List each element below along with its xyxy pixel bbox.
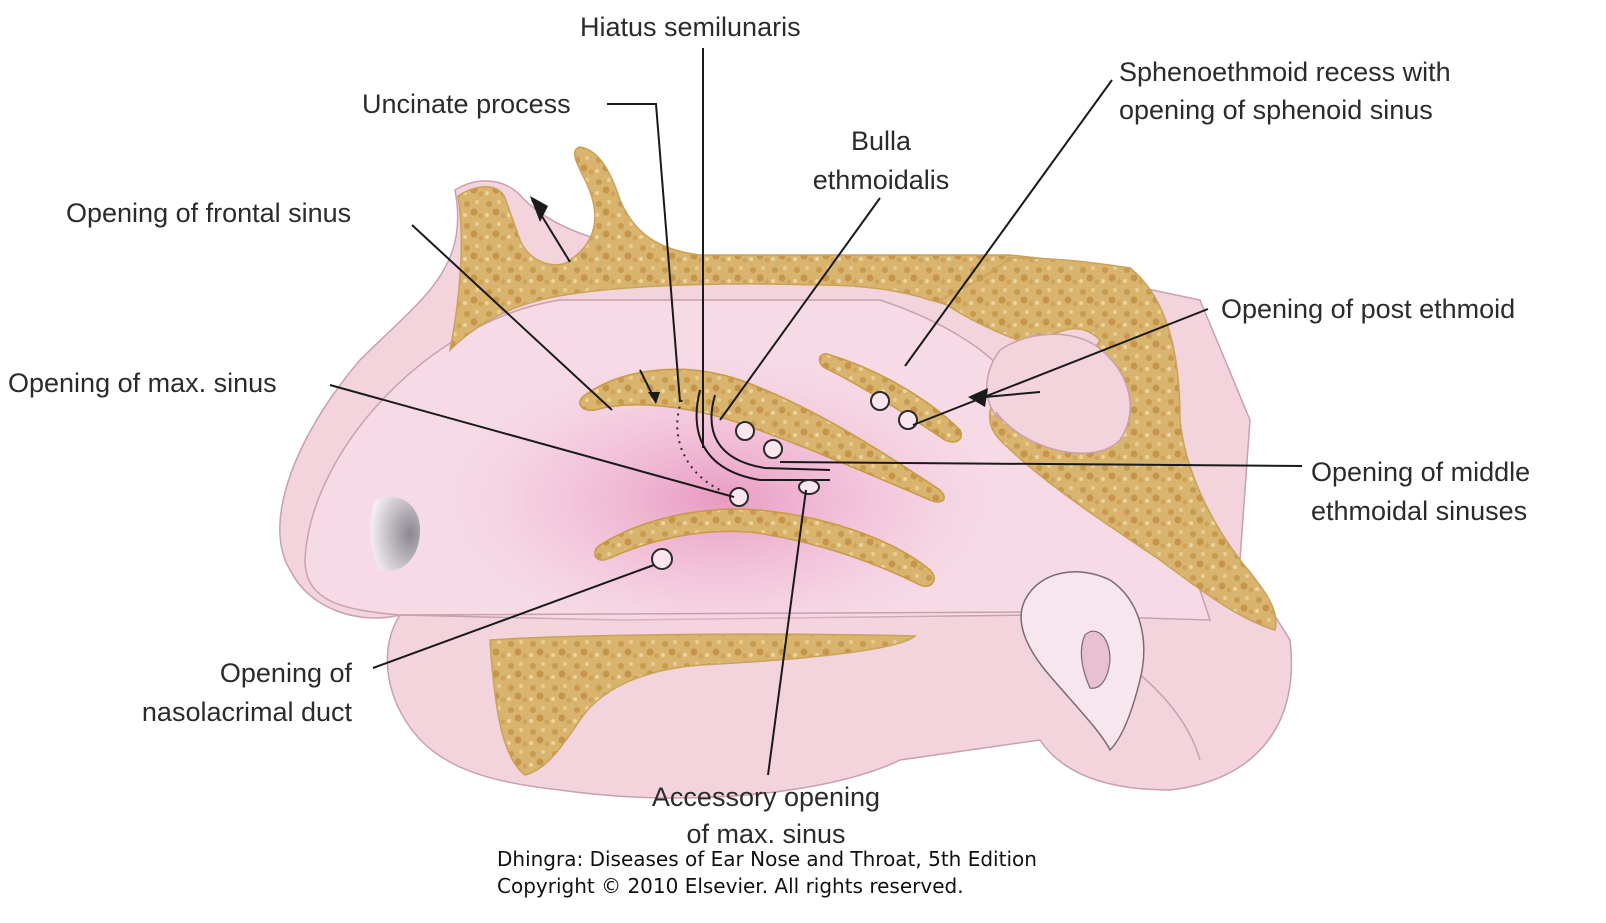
- label-hiatus-semilunaris: Hiatus semilunaris: [580, 12, 801, 42]
- label-middle-ethmoid-line1: Opening of middle: [1311, 457, 1530, 487]
- label-middle-ethmoid-line2: ethmoidal sinuses: [1311, 496, 1527, 526]
- label-uncinate-process: Uncinate process: [362, 89, 571, 119]
- label-accessory-line1: Accessory opening: [652, 782, 880, 812]
- credit-line2: Copyright © 2010 Elsevier. All rights re…: [497, 874, 964, 898]
- label-max-sinus: Opening of max. sinus: [8, 368, 277, 398]
- label-nasolacrimal-line1: Opening of: [220, 658, 353, 688]
- anatomy-illustration: [280, 147, 1292, 798]
- nasolacrimal-opening: [652, 549, 672, 569]
- credit-block: Dhingra: Diseases of Ear Nose and Throat…: [497, 847, 1037, 898]
- label-frontal-sinus: Opening of frontal sinus: [66, 198, 351, 228]
- accessory-max-opening: [799, 480, 819, 494]
- post-ethmoid-opening-1: [871, 392, 889, 410]
- label-sphenoethmoid-line2: opening of sphenoid sinus: [1119, 95, 1433, 125]
- label-nasolacrimal-line2: nasolacrimal duct: [142, 697, 353, 727]
- label-post-ethmoid: Opening of post ethmoid: [1221, 294, 1515, 324]
- label-accessory-line2: of max. sinus: [686, 819, 845, 849]
- middle-ethmoid-opening-1: [736, 422, 754, 440]
- label-bulla-line2: ethmoidalis: [813, 165, 950, 195]
- post-ethmoid-opening-2: [899, 411, 917, 429]
- credit-line1: Dhingra: Diseases of Ear Nose and Throat…: [497, 847, 1037, 871]
- middle-ethmoid-opening-2: [764, 440, 782, 458]
- label-sphenoethmoid-line1: Sphenoethmoid recess with: [1119, 57, 1451, 87]
- label-bulla-line1: Bulla: [851, 126, 912, 156]
